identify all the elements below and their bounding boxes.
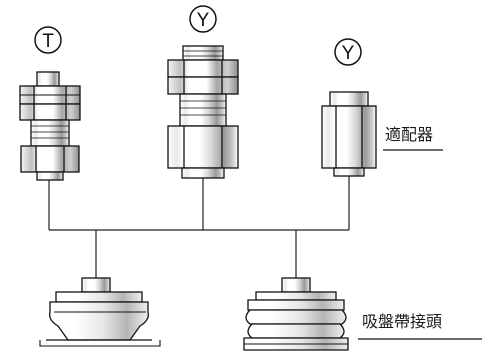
marker-left-letter: T bbox=[42, 31, 54, 52]
label-adapter: 適配器 bbox=[385, 125, 433, 144]
marker-center: Y bbox=[189, 5, 217, 33]
marker-center-letter: Y bbox=[197, 10, 210, 31]
label-suction-cup-callout: 吸盤帶接頭 bbox=[358, 312, 482, 340]
marker-right-letter: Y bbox=[342, 43, 355, 64]
suction-cup-left bbox=[39, 277, 161, 347]
adapter-right bbox=[321, 91, 377, 177]
suction-cup-right bbox=[243, 277, 349, 351]
connector-lines bbox=[48, 176, 350, 278]
adapter-left bbox=[19, 71, 81, 181]
marker-left: T bbox=[34, 26, 62, 54]
label-adapter-callout: 適配器 bbox=[383, 125, 443, 151]
adapter-center bbox=[167, 45, 239, 179]
label-suction-cup: 吸盤帶接頭 bbox=[362, 312, 442, 331]
marker-right: Y bbox=[334, 38, 362, 66]
